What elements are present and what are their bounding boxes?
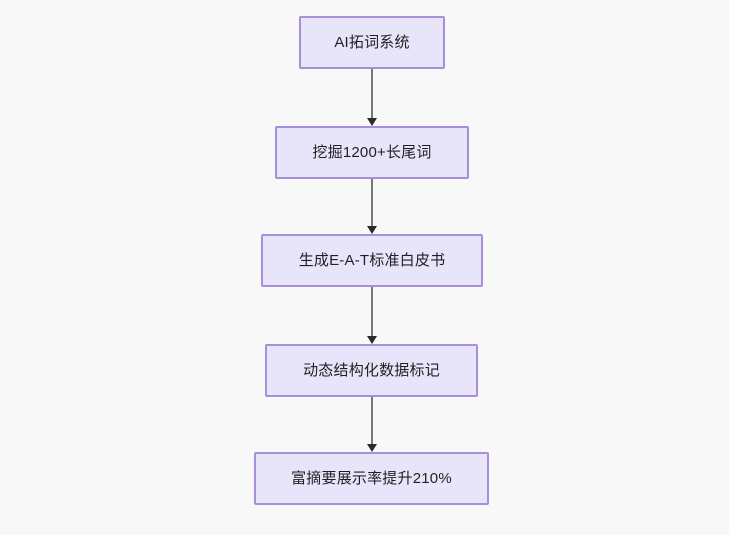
flow-node-label: 富摘要展示率提升210%	[291, 470, 452, 487]
arrow-head-icon	[367, 444, 377, 452]
flow-node-label: 挖掘1200+长尾词	[312, 144, 432, 161]
flow-node-label: 生成E-A-T标准白皮书	[298, 252, 446, 269]
flow-node-n4[interactable]: 动态结构化数据标记	[265, 344, 478, 397]
arrow-head-icon	[367, 336, 377, 344]
flow-node-n1[interactable]: AI拓词系统	[299, 16, 445, 69]
flow-node-n2[interactable]: 挖掘1200+长尾词	[275, 126, 469, 179]
flow-node-label: 动态结构化数据标记	[303, 362, 440, 379]
arrow-line-icon	[371, 397, 373, 444]
flow-node-n3[interactable]: 生成E-A-T标准白皮书	[261, 234, 483, 287]
arrow-line-icon	[371, 287, 373, 336]
flow-node-n5[interactable]: 富摘要展示率提升210%	[254, 452, 489, 505]
arrow-line-icon	[371, 69, 373, 118]
arrow-head-icon	[367, 226, 377, 234]
flow-node-label: AI拓词系统	[334, 34, 410, 51]
arrow-head-icon	[367, 118, 377, 126]
arrow-line-icon	[371, 179, 373, 226]
